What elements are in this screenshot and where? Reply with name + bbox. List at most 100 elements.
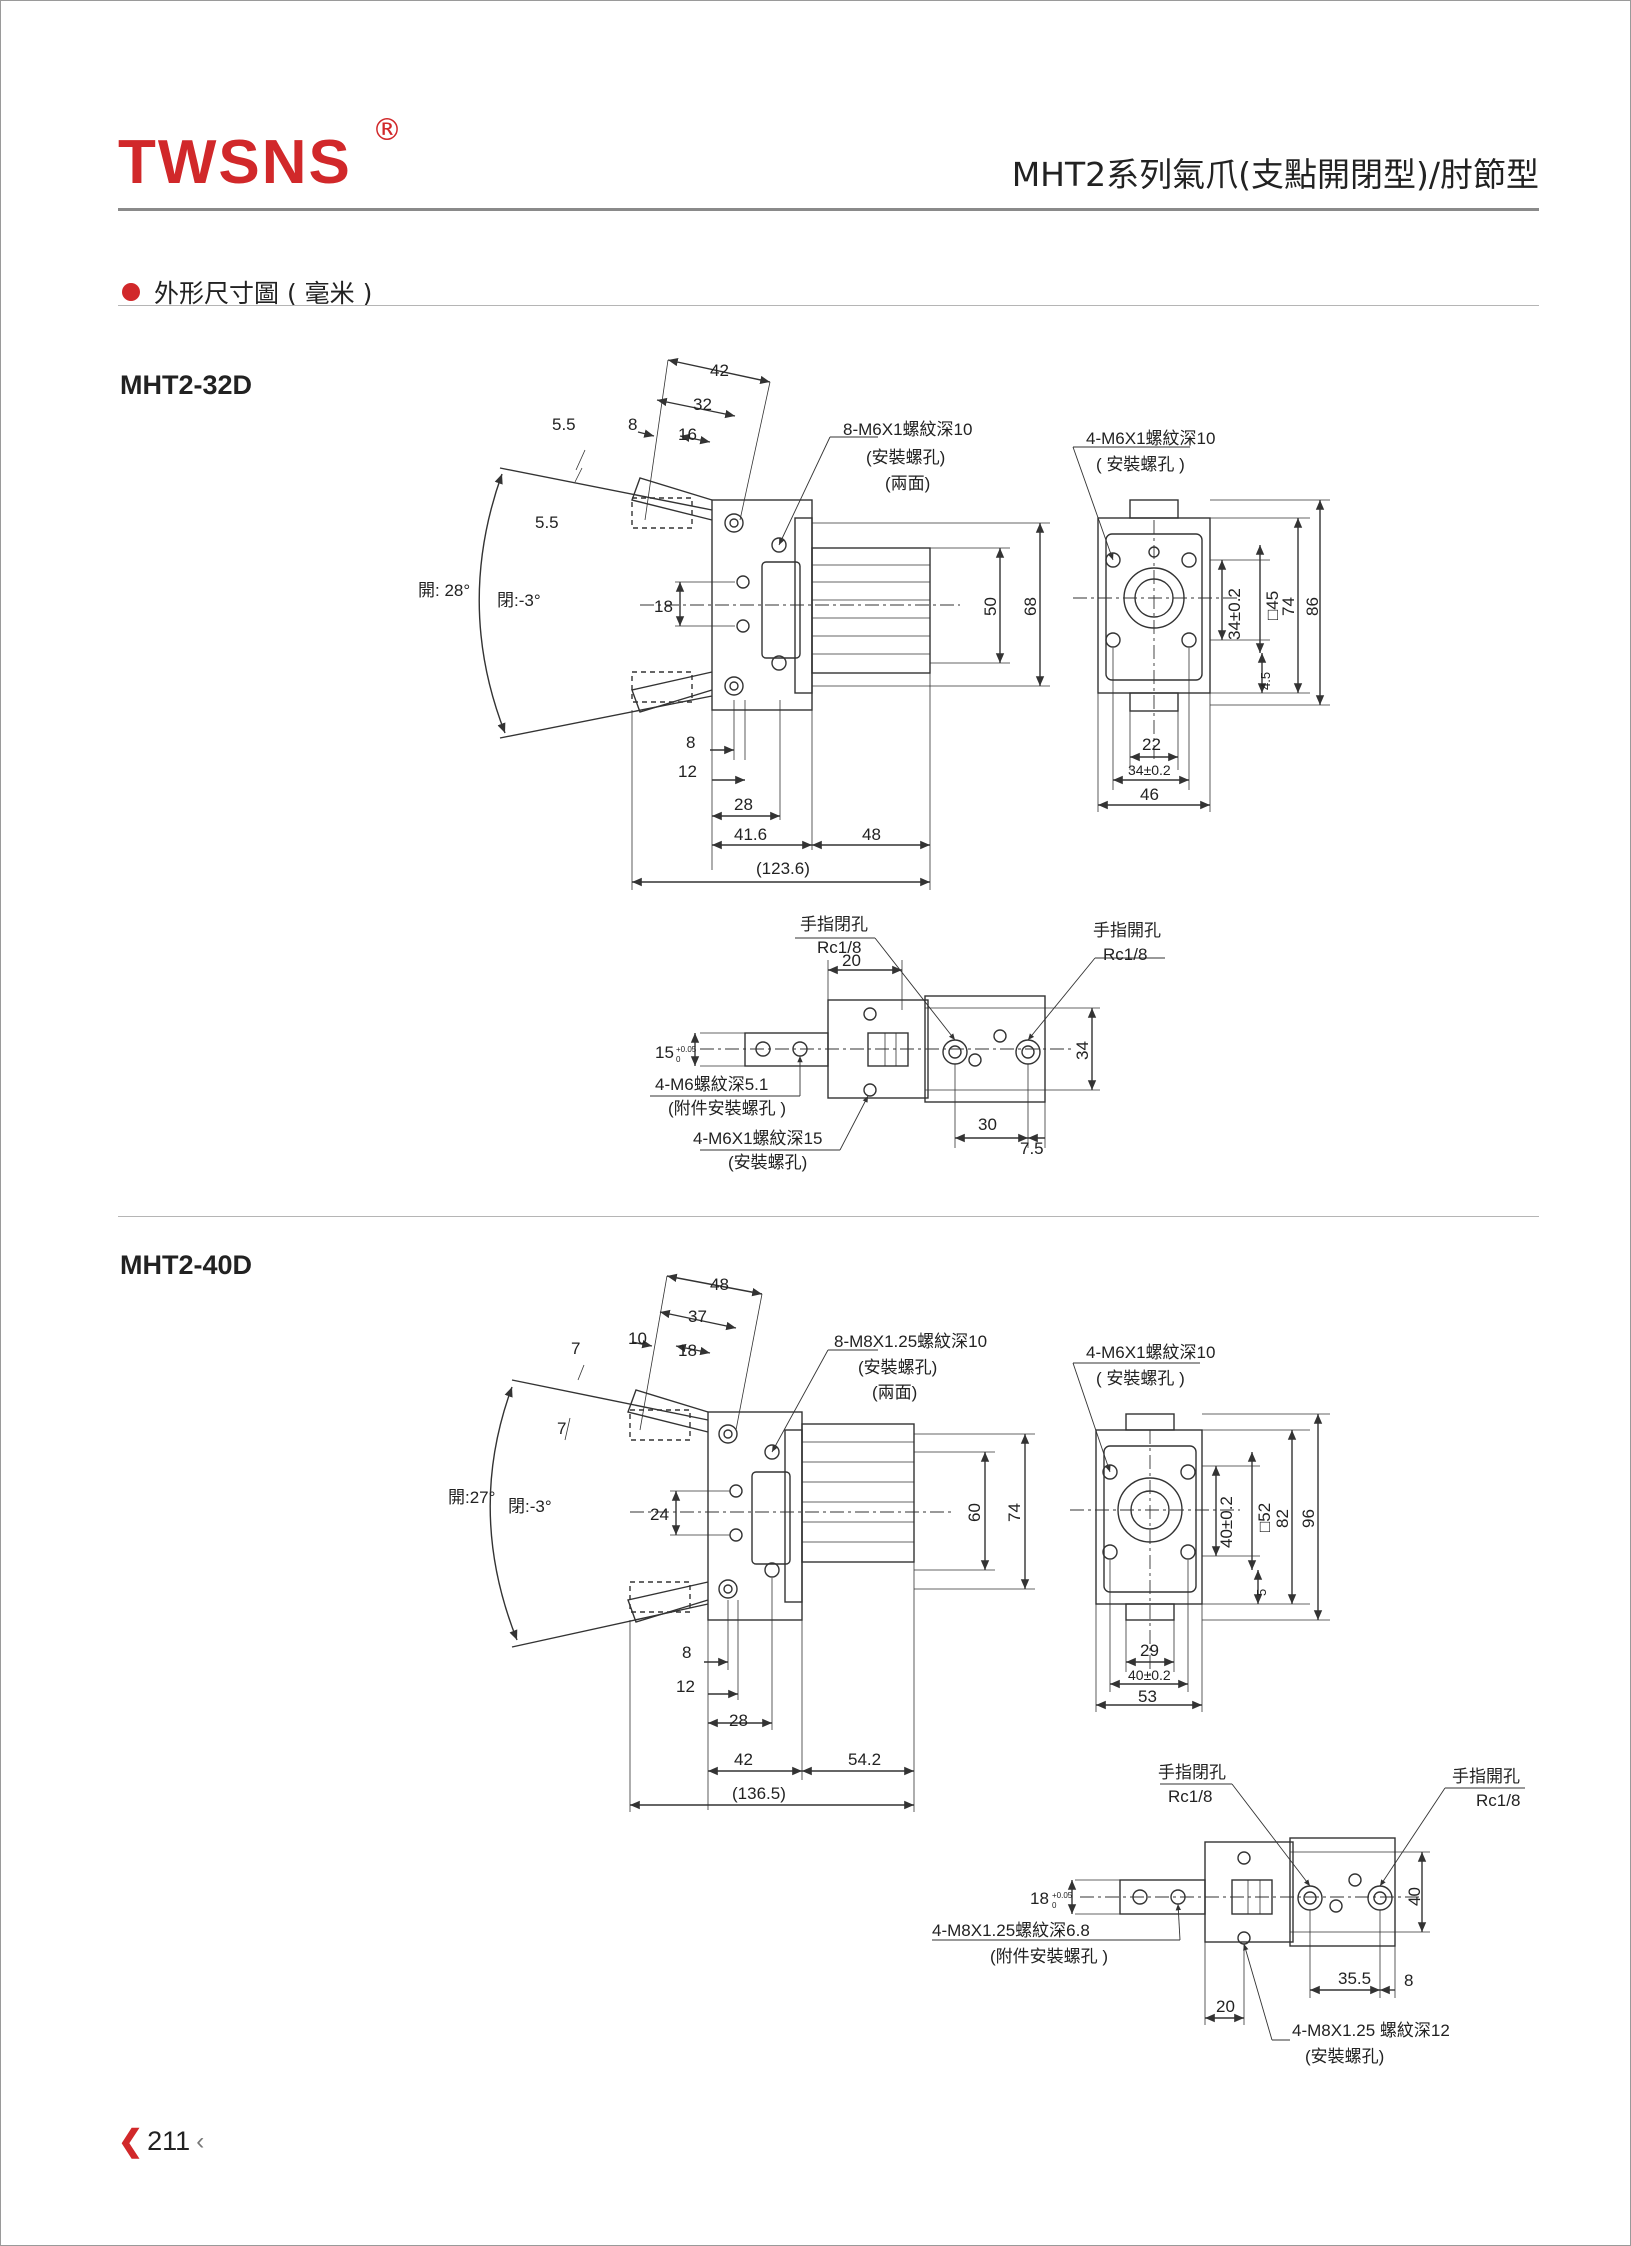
dim-label: 35.5 — [1338, 1969, 1371, 1988]
end-view-40d-labels: 4-M6X1螺紋深10 ( 安裝螺孔 ) 40±0.2 □52 82 96 5 … — [1086, 1343, 1318, 1706]
top-view-32d-labels: 手指閉孔 Rc1/8 手指開孔 Rc1/8 20 34 30 7.5 15 +0… — [655, 915, 1161, 1172]
dim-label: 54.2 — [848, 1750, 881, 1769]
dim-label: 48 — [862, 825, 881, 844]
top-view-32d — [650, 937, 1165, 1151]
side-view-40d-labels: 48 37 18 10 7 7 開:27° 閉:-3° 24 8 12 28 4… — [448, 1275, 1024, 1803]
dim-label: 28 — [729, 1711, 748, 1730]
angle-label: 閉:-3° — [508, 1497, 552, 1516]
callout-text: 4-M6螺紋深5.1 — [655, 1075, 768, 1094]
callout-text: (安裝螺孔) — [1305, 2047, 1384, 2066]
dim-label: 50 — [981, 597, 1000, 616]
dim-label: 18 — [1030, 1889, 1049, 1908]
angle-label: 閉:-3° — [497, 591, 541, 610]
port-label: Rc1/8 — [817, 938, 861, 957]
port-label: Rc1/8 — [1168, 1787, 1212, 1806]
callout-text: (附件安裝螺孔 ) — [668, 1099, 786, 1118]
dim-label: 10 — [628, 1329, 647, 1348]
end-view-32d-labels: 4-M6X1螺紋深10 ( 安裝螺孔 ) 34±0.2 □45 74 86 4.… — [1086, 429, 1322, 804]
callout-text: (安裝螺孔) — [728, 1153, 807, 1172]
callout-text: 8-M6X1螺紋深10 — [843, 420, 972, 439]
dim-label: 60 — [965, 1503, 984, 1522]
section-heading: 外形尺寸圖 ( 毫米 ) — [122, 274, 372, 310]
dim-label: 40±0.2 — [1128, 1667, 1171, 1683]
dim-label: 12 — [678, 762, 697, 781]
header-rule — [118, 208, 1539, 211]
dim-label: 28 — [734, 795, 753, 814]
chevron-small-left-icon: ‹ — [196, 2127, 205, 2155]
dim-label: 4.5 — [1258, 672, 1273, 690]
dim-label: 20 — [842, 951, 861, 970]
dim-label: 8 — [1404, 1971, 1413, 1990]
tolerance-upper: +0.05 — [1052, 1891, 1073, 1900]
callout-text: 4-M8X1.25 螺紋深12 — [1292, 2021, 1450, 2040]
model-title-40d: MHT2-40D — [120, 1250, 253, 1280]
end-view-32d — [1072, 446, 1330, 812]
port-label: Rc1/8 — [1476, 1791, 1520, 1810]
side-view-40d — [489, 1273, 1035, 1812]
callout-text: 4-M6X1螺紋深10 — [1086, 1343, 1215, 1362]
model-divider — [118, 1216, 1539, 1217]
dim-label: 8 — [686, 733, 695, 752]
end-view-40d — [1070, 1362, 1330, 1712]
angle-label: 開:27° — [448, 1488, 495, 1507]
callout-text: 4-M8X1.25螺紋深6.8 — [932, 1921, 1090, 1940]
dim-label: 5.5 — [552, 415, 576, 434]
dim-label: 20 — [1216, 1997, 1235, 2016]
dim-label: 29 — [1140, 1641, 1159, 1660]
port-label: 手指開孔 — [1093, 921, 1161, 940]
registered-mark: ® — [372, 113, 402, 148]
dim-label: 32 — [693, 395, 712, 414]
dim-label: 34±0.2 — [1128, 762, 1171, 778]
callout-text: (附件安裝螺孔 ) — [990, 1947, 1108, 1966]
dim-label: 86 — [1303, 597, 1322, 616]
brand-logo: TWSNS — [118, 128, 352, 197]
dim-label: 40±0.2 — [1217, 1496, 1236, 1548]
document-title: MHT2系列氣爪(支點開閉型)/肘節型 — [1011, 155, 1539, 194]
dim-label: 48 — [710, 1275, 729, 1294]
top-view-40d — [932, 1783, 1525, 2041]
dim-label: 96 — [1299, 1509, 1318, 1528]
port-label: 手指閉孔 — [1158, 1763, 1226, 1782]
dim-label: (136.5) — [732, 1784, 786, 1803]
section-title: 外形尺寸圖 ( 毫米 ) — [154, 279, 373, 308]
dim-label: 22 — [1142, 735, 1161, 754]
dim-label: 30 — [978, 1115, 997, 1134]
port-label: 手指開孔 — [1452, 1767, 1520, 1786]
dim-label: 16 — [678, 425, 697, 444]
dim-label: 24 — [650, 1505, 669, 1524]
top-view-40d-labels: 手指閉孔 Rc1/8 手指開孔 Rc1/8 40 35.5 8 20 18 +0… — [932, 1763, 1520, 2066]
dim-label: 41.6 — [734, 825, 767, 844]
dim-label: 46 — [1140, 785, 1159, 804]
callout-text: (安裝螺孔) — [858, 1358, 937, 1377]
dim-label: 82 — [1273, 1509, 1292, 1528]
dim-label: 40 — [1405, 1887, 1424, 1906]
dim-label: 15 — [655, 1043, 674, 1062]
callout-text: (兩面) — [872, 1383, 917, 1402]
chevron-left-icon: ❮ — [118, 2125, 144, 2158]
page-number: ❮ 211 ‹ — [118, 2124, 204, 2159]
dim-label: 74 — [1005, 1503, 1024, 1522]
dim-label: 34±0.2 — [1225, 588, 1244, 640]
callout-text: 4-M6X1螺紋深15 — [693, 1129, 822, 1148]
dim-label: 8 — [628, 415, 637, 434]
dim-label: (123.6) — [756, 859, 810, 878]
callout-text: ( 安裝螺孔 ) — [1096, 1369, 1185, 1388]
dim-label: 18 — [678, 1341, 697, 1360]
dim-label: 34 — [1073, 1041, 1092, 1060]
dim-label: 8 — [682, 1643, 691, 1662]
dim-label: 42 — [710, 361, 729, 380]
bullet-dot-icon — [122, 283, 140, 301]
tolerance-lower: 0 — [1052, 1901, 1057, 1910]
dim-label: 5.5 — [535, 513, 559, 532]
callout-text: (兩面) — [885, 474, 930, 493]
callout-text: 4-M6X1螺紋深10 — [1086, 429, 1215, 448]
dim-label: 42 — [734, 1750, 753, 1769]
dim-label: 74 — [1279, 597, 1298, 616]
callout-text: (安裝螺孔) — [866, 448, 945, 467]
dim-label: 7 — [571, 1339, 580, 1358]
page-number-text: 211 — [147, 2126, 191, 2156]
dim-label: 12 — [676, 1677, 695, 1696]
side-view-32d — [478, 357, 1050, 890]
dim-label: 7.5 — [1020, 1139, 1044, 1158]
